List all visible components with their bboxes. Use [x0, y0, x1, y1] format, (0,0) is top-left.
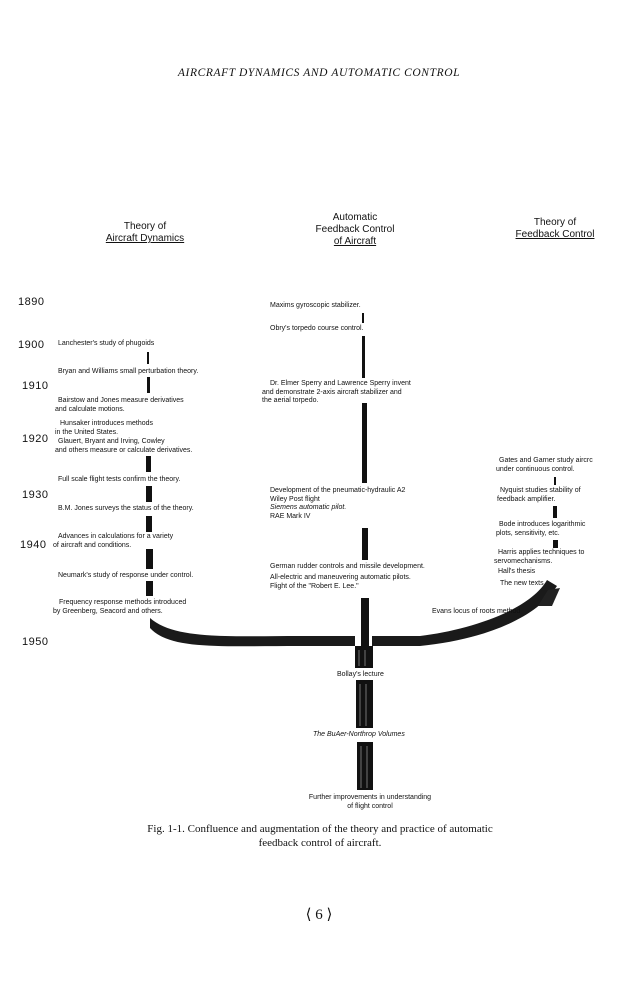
event-line: Siemens automatic pilot.: [270, 504, 347, 511]
event-line: Nyquist studies stability of: [500, 487, 581, 494]
event-bode: Bode introduces logarithmic plots, sensi…: [496, 521, 585, 538]
event-pneumatic-hydraulic: Development of the pneumatic-hydraulic A…: [270, 487, 405, 521]
event-line: servomechanisms.: [494, 557, 553, 565]
event-line: in the United States.: [55, 428, 119, 436]
event-line: under continuous control.: [496, 465, 575, 473]
event-sperry: Dr. Elmer Sperry and Lawrence Sperry inv…: [262, 380, 411, 406]
year-label: 1930: [22, 489, 49, 501]
event-line: Development of the pneumatic-hydraulic A…: [270, 487, 406, 494]
caption-line: Fig. 1-1. Confluence and augmentation of…: [147, 823, 493, 835]
event-line: Bairstow and Jones measure derivatives: [58, 397, 184, 404]
column-heading-feedback-control-theory: Theory of Feedback Control: [505, 217, 605, 241]
event-bm-jones: B.M. Jones surveys the status of the the…: [58, 505, 194, 512]
column-heading-line: Aircraft Dynamics: [105, 233, 185, 244]
event-line: Further improvements in understanding: [308, 794, 432, 801]
column-heading-line: of Aircraft: [333, 236, 377, 247]
year-label: 1940: [20, 539, 47, 551]
event-line: Gates and Garner study aircrc: [499, 457, 593, 464]
event-advances-calculations: Advances in calculations for a variety o…: [53, 533, 173, 550]
event-line: Bode introduces logarithmic: [499, 521, 586, 528]
event-maxims: Maxims gyroscopic stabilizer.: [270, 302, 361, 309]
event-line: Advances in calculations for a variety: [58, 533, 174, 540]
event-gates-garner: Gates and Garner study aircrc under cont…: [496, 457, 593, 474]
column-heading-line: Feedback Control: [315, 224, 395, 235]
event-bollay-lecture: Bollay's lecture: [335, 671, 386, 680]
event-line: of flight control: [347, 802, 393, 810]
event-line: feedback amplifier.: [497, 495, 556, 503]
event-line: RAE Mark IV: [270, 512, 311, 520]
event-hall-thesis: Hall's thesis: [498, 568, 536, 575]
event-nyquist: Nyquist studies stability of feedback am…: [497, 487, 581, 504]
event-line: Dr. Elmer Sperry and Lawrence Sperry inv…: [270, 380, 411, 387]
event-glauert: Glauert, Bryant and Irving, Cowley and o…: [55, 438, 192, 455]
event-line: and others measure or calculate derivati…: [55, 446, 193, 454]
event-line: by Greenberg, Seacord and others.: [53, 607, 163, 615]
event-neumark: Neumark's study of response under contro…: [58, 572, 194, 579]
event-line: Frequency response methods introduced: [59, 599, 187, 606]
event-line: Wiley Post flight: [270, 495, 320, 503]
event-full-scale-flight-tests: Full scale flight tests confirm the theo…: [58, 476, 181, 483]
event-line: Harris applies techniques to: [498, 549, 585, 556]
event-bairstow-jones: Bairstow and Jones measure derivatives a…: [55, 397, 184, 414]
column-heading-automatic-feedback-control: Automatic Feedback Control of Aircraft: [305, 212, 405, 248]
column-heading-line: Automatic: [332, 212, 378, 223]
event-line: Flight of the "Robert E. Lee.": [270, 582, 359, 590]
event-hunsaker: Hunsaker introduces methods in the Unite…: [55, 420, 153, 437]
event-line: the aerial torpedo.: [262, 397, 319, 404]
event-bryan-williams: Bryan and Williams small perturbation th…: [58, 368, 199, 375]
event-line: and calculate motions.: [55, 405, 125, 413]
event-obry: Obry's torpedo course control.: [270, 325, 364, 332]
event-lanchester: Lanchester's study of phugoids: [58, 340, 155, 347]
year-label: 1950: [22, 636, 49, 648]
page-number: ⟨ 6 ⟩: [305, 907, 333, 923]
running-header: AIRCRAFT DYNAMICS AND AUTOMATIC CONTROL: [177, 67, 461, 79]
column-heading-line: Feedback Control: [515, 229, 595, 240]
event-frequency-response: Frequency response methods introduced by…: [53, 599, 186, 616]
event-line: Glauert, Bryant and Irving, Cowley: [58, 438, 165, 445]
event-all-electric: All-electric and maneuvering automatic p…: [270, 574, 411, 591]
event-line: Hunsaker introduces methods: [60, 420, 153, 427]
year-label: 1900: [18, 339, 45, 351]
event-line: and demonstrate 2-axis aircraft stabiliz…: [262, 388, 402, 396]
event-evans-locus: Evans locus of roots method: [432, 608, 521, 615]
column-heading-aircraft-dynamics: Theory of Aircraft Dynamics: [95, 221, 195, 245]
event-new-texts: The new texts: [500, 580, 544, 587]
column-heading-line: Theory of: [533, 217, 577, 228]
event-buaer-northrop: The BuAer-Northrop Volumes: [311, 731, 407, 740]
event-line: of aircraft and conditions.: [53, 541, 132, 549]
year-label: 1910: [22, 380, 49, 392]
year-label: 1920: [22, 433, 49, 445]
event-line: plots, sensitivity, etc.: [496, 529, 560, 537]
column-heading-line: Theory of: [123, 221, 167, 232]
event-further-improvements: Further improvements in understanding of…: [260, 794, 480, 811]
caption-line: feedback control of aircraft.: [258, 837, 382, 849]
figure-caption: Fig. 1-1. Confluence and augmentation of…: [60, 822, 580, 850]
event-line: All-electric and maneuvering automatic p…: [270, 574, 411, 581]
event-german-rudder: German rudder controls and missile devel…: [270, 563, 425, 570]
year-label: 1890: [18, 296, 45, 308]
event-harris: Harris applies techniques to servomechan…: [494, 549, 584, 566]
